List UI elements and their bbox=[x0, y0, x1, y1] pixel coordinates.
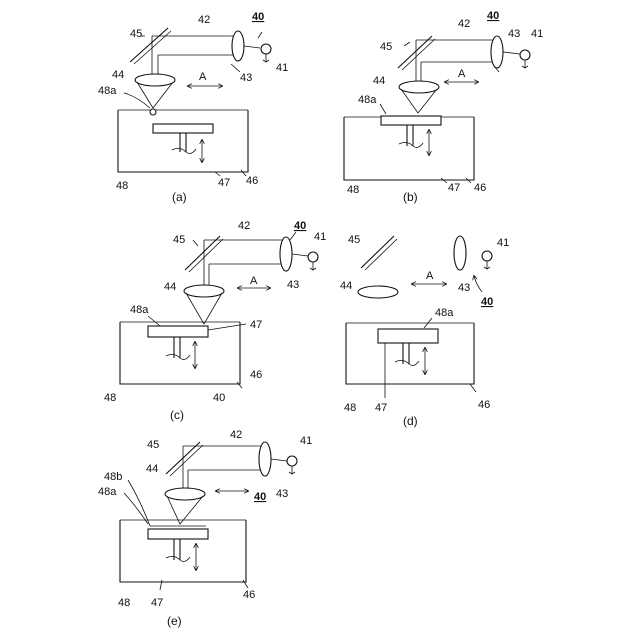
panel-b: 45 42 40 43 41 44 48a A 47 46 48 (b) bbox=[344, 10, 543, 204]
label-42-e: 42 bbox=[230, 429, 242, 441]
light-source-41-e bbox=[287, 456, 297, 466]
mirror-45-b bbox=[398, 36, 432, 68]
label-42: 42 bbox=[198, 14, 210, 26]
label-46: 46 bbox=[246, 175, 258, 187]
label-A-d: A bbox=[426, 270, 434, 282]
label-41: 41 bbox=[276, 62, 288, 74]
label-48a-c: 48a bbox=[130, 304, 149, 316]
tank-a bbox=[118, 110, 248, 172]
panel-c: 45 42 40 43 41 44 48a A 47 46 48 40 (c) bbox=[104, 220, 326, 422]
label-43-d: 43 bbox=[458, 282, 470, 294]
caption-d: (d) bbox=[403, 414, 418, 428]
light-source-41-a bbox=[261, 44, 271, 54]
label-41-c: 41 bbox=[314, 231, 326, 243]
label-47: 47 bbox=[218, 177, 230, 189]
label-48a-e: 48a bbox=[98, 486, 117, 498]
label-48a-b: 48a bbox=[358, 94, 377, 106]
label-46-e: 46 bbox=[243, 589, 255, 601]
label-48-b: 48 bbox=[347, 184, 359, 196]
lens-44-e bbox=[165, 488, 205, 500]
lens-44-a bbox=[135, 74, 175, 86]
label-45-c: 45 bbox=[173, 234, 185, 246]
lens-43-d bbox=[454, 236, 466, 270]
lens-44-d bbox=[358, 286, 398, 298]
label-48: 48 bbox=[116, 180, 128, 192]
label-43-e: 43 bbox=[276, 488, 288, 500]
label-A-c: A bbox=[250, 275, 258, 287]
caption-e: (e) bbox=[167, 614, 182, 628]
label-41-d: 41 bbox=[497, 237, 509, 249]
label-46-d: 46 bbox=[478, 399, 490, 411]
label-A: A bbox=[199, 71, 207, 83]
label-48b-e: 48b bbox=[104, 471, 122, 483]
label-48-d: 48 bbox=[344, 402, 356, 414]
label-40: 40 bbox=[252, 11, 264, 23]
label-40-c-bottom: 40 bbox=[213, 392, 225, 404]
label-48-c: 48 bbox=[104, 392, 116, 404]
label-47-b: 47 bbox=[448, 182, 460, 194]
mirror-45-d bbox=[361, 236, 394, 268]
label-40-d: 40 bbox=[481, 296, 493, 308]
label-45-e: 45 bbox=[147, 439, 159, 451]
label-A-b: A bbox=[458, 68, 466, 80]
label-48a: 48a bbox=[98, 85, 117, 97]
label-44-d: 44 bbox=[340, 280, 352, 292]
lens-43-c bbox=[280, 237, 292, 271]
label-48-e: 48 bbox=[118, 597, 130, 609]
label-43: 43 bbox=[240, 72, 252, 84]
label-45: 45 bbox=[130, 28, 142, 40]
lens-43-e bbox=[259, 442, 271, 476]
label-41-e: 41 bbox=[300, 435, 312, 447]
label-44-e: 44 bbox=[146, 463, 158, 475]
label-45-d: 45 bbox=[348, 234, 360, 246]
lens-44-c bbox=[184, 285, 224, 297]
lens-43-b bbox=[491, 36, 503, 68]
label-47-c: 47 bbox=[250, 319, 262, 331]
label-48a-d: 48a bbox=[435, 307, 454, 319]
mirror-45-c bbox=[185, 236, 220, 270]
label-47-e: 47 bbox=[151, 597, 163, 609]
label-44: 44 bbox=[112, 69, 124, 81]
label-40-e: 40 bbox=[254, 491, 266, 503]
label-47-d: 47 bbox=[375, 402, 387, 414]
label-43-c: 43 bbox=[287, 279, 299, 291]
caption-b: (b) bbox=[403, 190, 418, 204]
light-source-41-c bbox=[308, 252, 318, 262]
label-44-c: 44 bbox=[164, 281, 176, 293]
caption-c: (c) bbox=[170, 408, 184, 422]
label-44-b: 44 bbox=[373, 75, 385, 87]
label-42-b: 42 bbox=[458, 18, 470, 30]
label-40-c: 40 bbox=[294, 220, 306, 232]
label-45-b: 45 bbox=[380, 41, 392, 53]
caption-a: (a) bbox=[172, 190, 187, 204]
stage-47-d bbox=[378, 329, 438, 343]
stage-47-e bbox=[148, 529, 208, 539]
light-source-41-d bbox=[482, 251, 492, 261]
focus-point-a bbox=[150, 109, 156, 115]
tank-b bbox=[344, 117, 474, 180]
stage-47-a bbox=[153, 124, 213, 133]
lens-43-a bbox=[232, 31, 244, 61]
stage-47-b bbox=[381, 116, 441, 125]
lens-44-b bbox=[399, 81, 439, 93]
label-41-b: 41 bbox=[531, 28, 543, 40]
label-40-b: 40 bbox=[487, 10, 499, 22]
label-46-c: 46 bbox=[250, 369, 262, 381]
panel-e: 45 42 41 44 48b 48a 40 43 48 47 46 (e) bbox=[98, 429, 312, 628]
label-46-b: 46 bbox=[474, 182, 486, 194]
panel-d: 45 41 43 40 44 A 48a 48 47 46 (d) bbox=[340, 234, 509, 428]
panel-a: 45 42 40 43 41 44 48a A 47 46 48 (a) bbox=[98, 11, 288, 204]
stage-47-c bbox=[148, 326, 208, 337]
label-42-c: 42 bbox=[238, 220, 250, 232]
label-43-b: 43 bbox=[508, 28, 520, 40]
light-source-41-b bbox=[520, 50, 530, 60]
